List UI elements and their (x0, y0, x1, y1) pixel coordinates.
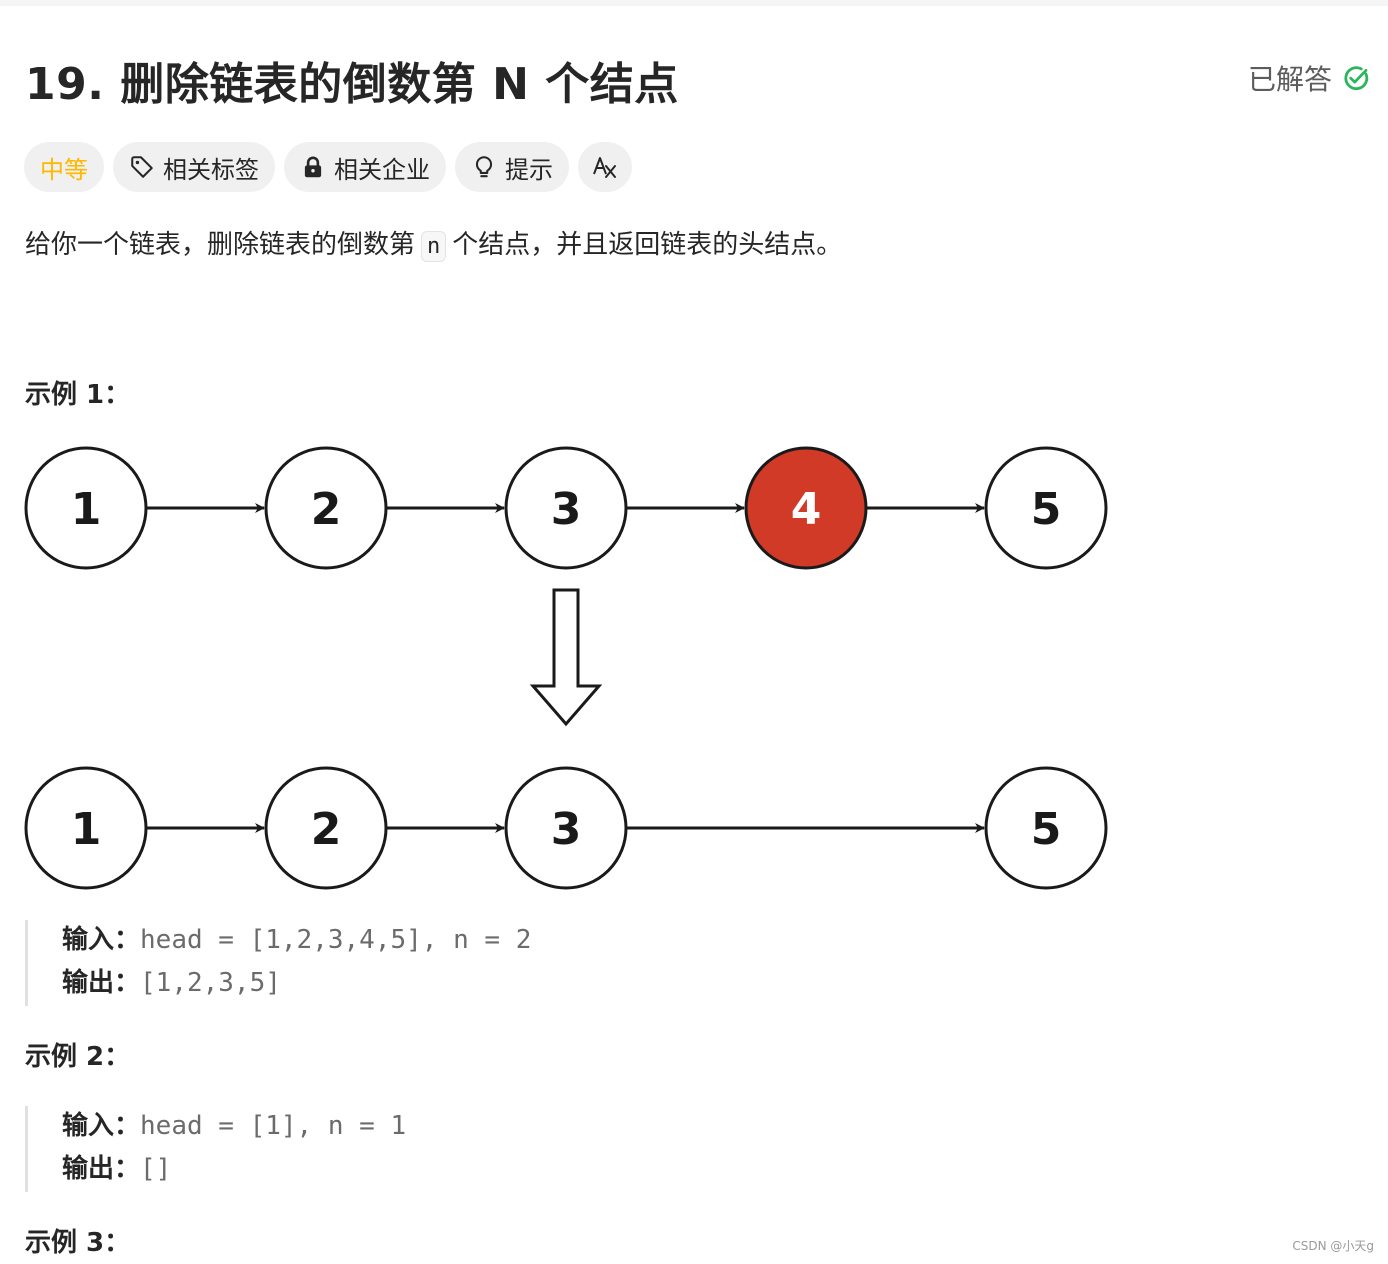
lock-icon (304, 156, 322, 178)
description-text-start: 给你一个链表，删除链表的倒数第 (25, 230, 416, 260)
example-2-output-line: 输出：[] (62, 1149, 406, 1192)
example-1-block: 输入：head = [1,2,3,4,5], n = 2 输出：[1,2,3,5… (25, 920, 531, 1006)
svg-text:2: 2 (311, 484, 342, 535)
input-value: head = [1,2,3,4,5], n = 2 (140, 925, 532, 955)
example-1-input-line: 输入：head = [1,2,3,4,5], n = 2 (62, 920, 531, 963)
node-top-1: 1 (24, 446, 148, 570)
output-value: [1,2,3,5] (140, 968, 281, 998)
top-bar (0, 0, 1388, 6)
node-bottom-1: 1 (24, 766, 148, 890)
svg-text:3: 3 (551, 804, 582, 855)
example-1-output-line: 输出：[1,2,3,5] (62, 963, 531, 1006)
svg-text:1: 1 (71, 484, 102, 535)
svg-text:4: 4 (791, 484, 822, 535)
output-value: [] (140, 1154, 172, 1184)
related-companies-label: 相关企业 (334, 155, 430, 184)
difficulty-badge[interactable]: 中等 (24, 142, 104, 192)
node-top-5: 5 (984, 446, 1108, 570)
hint-button[interactable]: 提示 (455, 142, 569, 192)
check-circle-icon (1344, 66, 1369, 91)
svg-text:2: 2 (311, 804, 342, 855)
watermark: CSDN @小天g (1292, 1239, 1374, 1253)
output-label: 输出： (62, 968, 141, 998)
svg-text:5: 5 (1031, 804, 1062, 855)
example-2-input-line: 输入：head = [1], n = 1 (62, 1106, 406, 1149)
inline-code-n: n (421, 231, 447, 262)
input-label: 输入： (62, 925, 141, 955)
node-bottom-5: 5 (984, 766, 1108, 890)
svg-text:3: 3 (551, 484, 582, 535)
related-tags-label: 相关标签 (163, 155, 259, 184)
input-label: 输入： (62, 1111, 141, 1141)
example-3-title: 示例 3： (25, 1228, 131, 1258)
translate-icon (593, 157, 616, 178)
node-top-3: 3 (504, 446, 628, 570)
tag-row: 中等 相关标签 相关企业 提示 (24, 142, 632, 192)
input-value: head = [1], n = 1 (140, 1111, 407, 1141)
tag-icon (131, 156, 153, 178)
node-top-2: 2 (264, 446, 388, 570)
example-1-title: 示例 1： (25, 380, 131, 410)
down-arrow-icon (529, 588, 603, 727)
related-tags-button[interactable]: 相关标签 (113, 142, 275, 192)
node-bottom-3: 3 (504, 766, 628, 890)
node-top-4-removed: 4 (744, 446, 868, 570)
lightbulb-icon (475, 156, 493, 178)
hint-label: 提示 (505, 155, 553, 184)
description-text-end: 个结点，并且返回链表的头结点。 (452, 230, 843, 260)
solved-label: 已解答 (1247, 63, 1332, 96)
page-title: 19. 删除链表的倒数第 N 个结点 (25, 59, 679, 110)
example-2-block: 输入：head = [1], n = 1 输出：[] (25, 1106, 406, 1192)
solved-status: 已解答 (1248, 58, 1370, 98)
svg-text:5: 5 (1031, 484, 1062, 535)
related-companies-button[interactable]: 相关企业 (284, 142, 446, 192)
svg-text:1: 1 (71, 804, 102, 855)
linked-list-diagram: 1 2 3 4 5 1 2 3 5 (24, 446, 1108, 890)
node-bottom-2: 2 (264, 766, 388, 890)
translate-button[interactable] (578, 142, 632, 192)
output-label: 输出： (62, 1154, 141, 1184)
difficulty-label: 中等 (40, 155, 88, 184)
example-2-title: 示例 2： (25, 1042, 131, 1072)
